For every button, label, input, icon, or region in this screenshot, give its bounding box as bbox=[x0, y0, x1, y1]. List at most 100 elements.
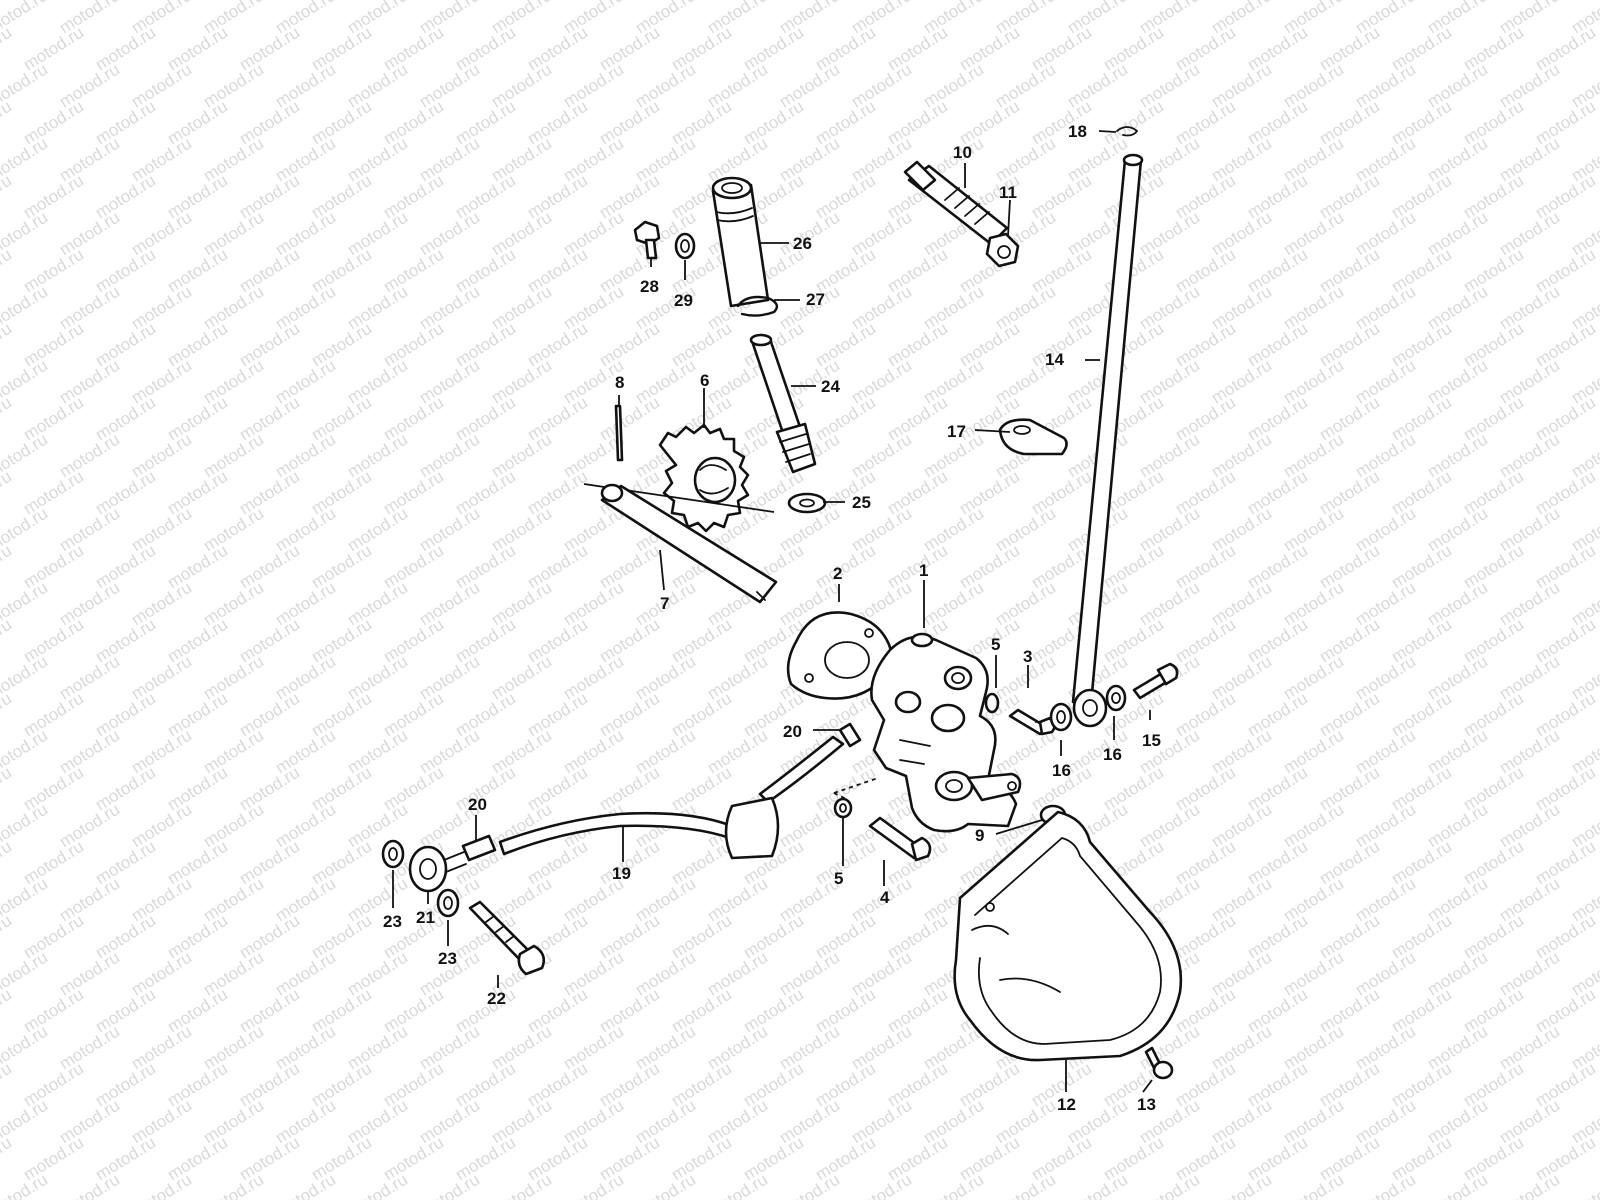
watermark-text: motod.ru bbox=[200, 1170, 267, 1200]
watermark-text: motod.ru bbox=[632, 1170, 699, 1200]
part-5-washer-upper bbox=[984, 692, 1000, 714]
watermark-text: motod.ru bbox=[920, 1170, 987, 1200]
label-28: 28 bbox=[640, 277, 659, 296]
label-25: 25 bbox=[852, 493, 871, 512]
watermark-text: motod.ru bbox=[128, 1170, 195, 1200]
label-29: 29 bbox=[674, 291, 693, 310]
watermark-text: motod.ru bbox=[0, 911, 15, 963]
watermark-text: motod.ru bbox=[1280, 1170, 1347, 1200]
watermark-text: motod.ru bbox=[416, 1170, 483, 1200]
label-20-upper: 20 bbox=[783, 722, 802, 741]
label-11: 11 bbox=[999, 183, 1017, 202]
label-16-right: 16 bbox=[1103, 745, 1122, 764]
label-27: 27 bbox=[806, 290, 825, 309]
part-15-banjo-bolt bbox=[1132, 662, 1179, 700]
label-2: 2 bbox=[833, 564, 842, 583]
label-19: 19 bbox=[612, 864, 631, 883]
part-16-washer-left bbox=[1049, 702, 1073, 732]
part-16-washer-right bbox=[1105, 684, 1127, 712]
part-29-washer bbox=[674, 232, 696, 260]
watermark-text: motod.ru bbox=[1136, 1170, 1203, 1200]
part-labels: 18 10 11 26 27 28 29 24 8 6 25 7 17 14 2… bbox=[383, 122, 1161, 1114]
watermark-text: motod.ru bbox=[0, 1133, 15, 1185]
label-15: 15 bbox=[1142, 731, 1161, 750]
part-7-pump-shaft bbox=[583, 483, 778, 604]
part-11-nut bbox=[985, 232, 1020, 268]
watermark-text: motod.ru bbox=[1208, 1170, 1275, 1200]
label-22: 22 bbox=[487, 989, 506, 1008]
part-4-bolt bbox=[868, 816, 932, 862]
watermark-text: motod.ru bbox=[776, 1170, 843, 1200]
watermark-text: motod.ru bbox=[56, 1170, 123, 1200]
watermark-text: motod.ru bbox=[0, 1059, 15, 1111]
label-16-left: 16 bbox=[1052, 761, 1071, 780]
label-9: 9 bbox=[975, 826, 984, 845]
watermark-text: motod.ru bbox=[1568, 1170, 1600, 1200]
watermark-text: motod.ru bbox=[1424, 1170, 1491, 1200]
watermark-text: motod.ru bbox=[704, 1170, 771, 1200]
watermark-text: motod.ru bbox=[0, 393, 15, 445]
label-21: 21 bbox=[416, 908, 435, 927]
label-5-lower: 5 bbox=[834, 869, 843, 888]
watermark-text: motod.ru bbox=[0, 245, 15, 297]
label-20-lower: 20 bbox=[468, 795, 487, 814]
label-24: 24 bbox=[821, 377, 840, 396]
label-10: 10 bbox=[953, 143, 972, 162]
label-6: 6 bbox=[700, 371, 709, 390]
watermark-text: motod.ru bbox=[560, 1170, 627, 1200]
part-10-screw bbox=[903, 160, 1009, 246]
watermark-text: motod.ru bbox=[848, 1170, 915, 1200]
part-23-washer-lower bbox=[436, 888, 460, 918]
label-4: 4 bbox=[880, 888, 890, 907]
label-5-upper: 5 bbox=[991, 635, 1000, 654]
label-23-left: 23 bbox=[383, 912, 402, 931]
watermark-text: motod.ru bbox=[0, 467, 15, 519]
part-20-clip-lower bbox=[461, 834, 497, 862]
part-22-banjo-bolt bbox=[468, 900, 546, 976]
watermark-text: motod.ru bbox=[992, 1170, 1059, 1200]
part-27-circlip bbox=[736, 295, 779, 317]
label-8: 8 bbox=[615, 373, 624, 392]
watermark-text: motod.ru bbox=[1064, 1170, 1131, 1200]
part-8-pin bbox=[614, 404, 624, 462]
watermark-text: motod.ru bbox=[1496, 1170, 1563, 1200]
part-24-drive-shaft bbox=[749, 333, 817, 474]
part-19-oil-hose bbox=[498, 735, 845, 860]
watermark-text: motod.ru bbox=[0, 985, 15, 1037]
part-26-sleeve bbox=[711, 176, 770, 308]
label-17: 17 bbox=[947, 422, 966, 441]
watermark-text: motod.ru bbox=[0, 23, 15, 75]
part-13-screw bbox=[1144, 1046, 1174, 1080]
part-17-cap bbox=[998, 418, 1068, 456]
part-20-clip-upper bbox=[838, 722, 862, 748]
watermark-text: motod.ru bbox=[0, 763, 15, 815]
label-23-right: 23 bbox=[438, 949, 457, 968]
part-21-banjo bbox=[408, 845, 467, 893]
watermark-text: motod.ru bbox=[1352, 1170, 1419, 1200]
part-1-oil-pump-body bbox=[870, 632, 1022, 833]
part-5-washer-lower bbox=[833, 797, 853, 819]
watermark-text: motod.ru bbox=[0, 171, 15, 223]
watermark-text: motod.ru bbox=[272, 1170, 339, 1200]
part-23-washer-upper bbox=[381, 839, 405, 869]
watermark-text: motod.ru bbox=[0, 319, 15, 371]
watermark-text: motod.ru bbox=[0, 541, 15, 593]
dashed-connectors bbox=[833, 718, 1052, 801]
watermark-text: motod.ru bbox=[0, 689, 15, 741]
part-28-bolt bbox=[633, 220, 661, 260]
part-12-pump-cover bbox=[953, 810, 1183, 1062]
label-14: 14 bbox=[1045, 350, 1064, 369]
leader-lines bbox=[392, 130, 1153, 1093]
label-3: 3 bbox=[1023, 647, 1032, 666]
watermark-text: motod.ru bbox=[0, 97, 15, 149]
label-18: 18 bbox=[1068, 122, 1087, 141]
part-14-banjo-end bbox=[1072, 688, 1108, 728]
label-7: 7 bbox=[660, 594, 669, 613]
watermark-text: motod.ru bbox=[344, 1170, 411, 1200]
label-1: 1 bbox=[919, 561, 928, 580]
watermark-text: motod.ru bbox=[0, 837, 15, 889]
watermark-text: motod.ru bbox=[488, 1170, 555, 1200]
label-13: 13 bbox=[1137, 1095, 1156, 1114]
